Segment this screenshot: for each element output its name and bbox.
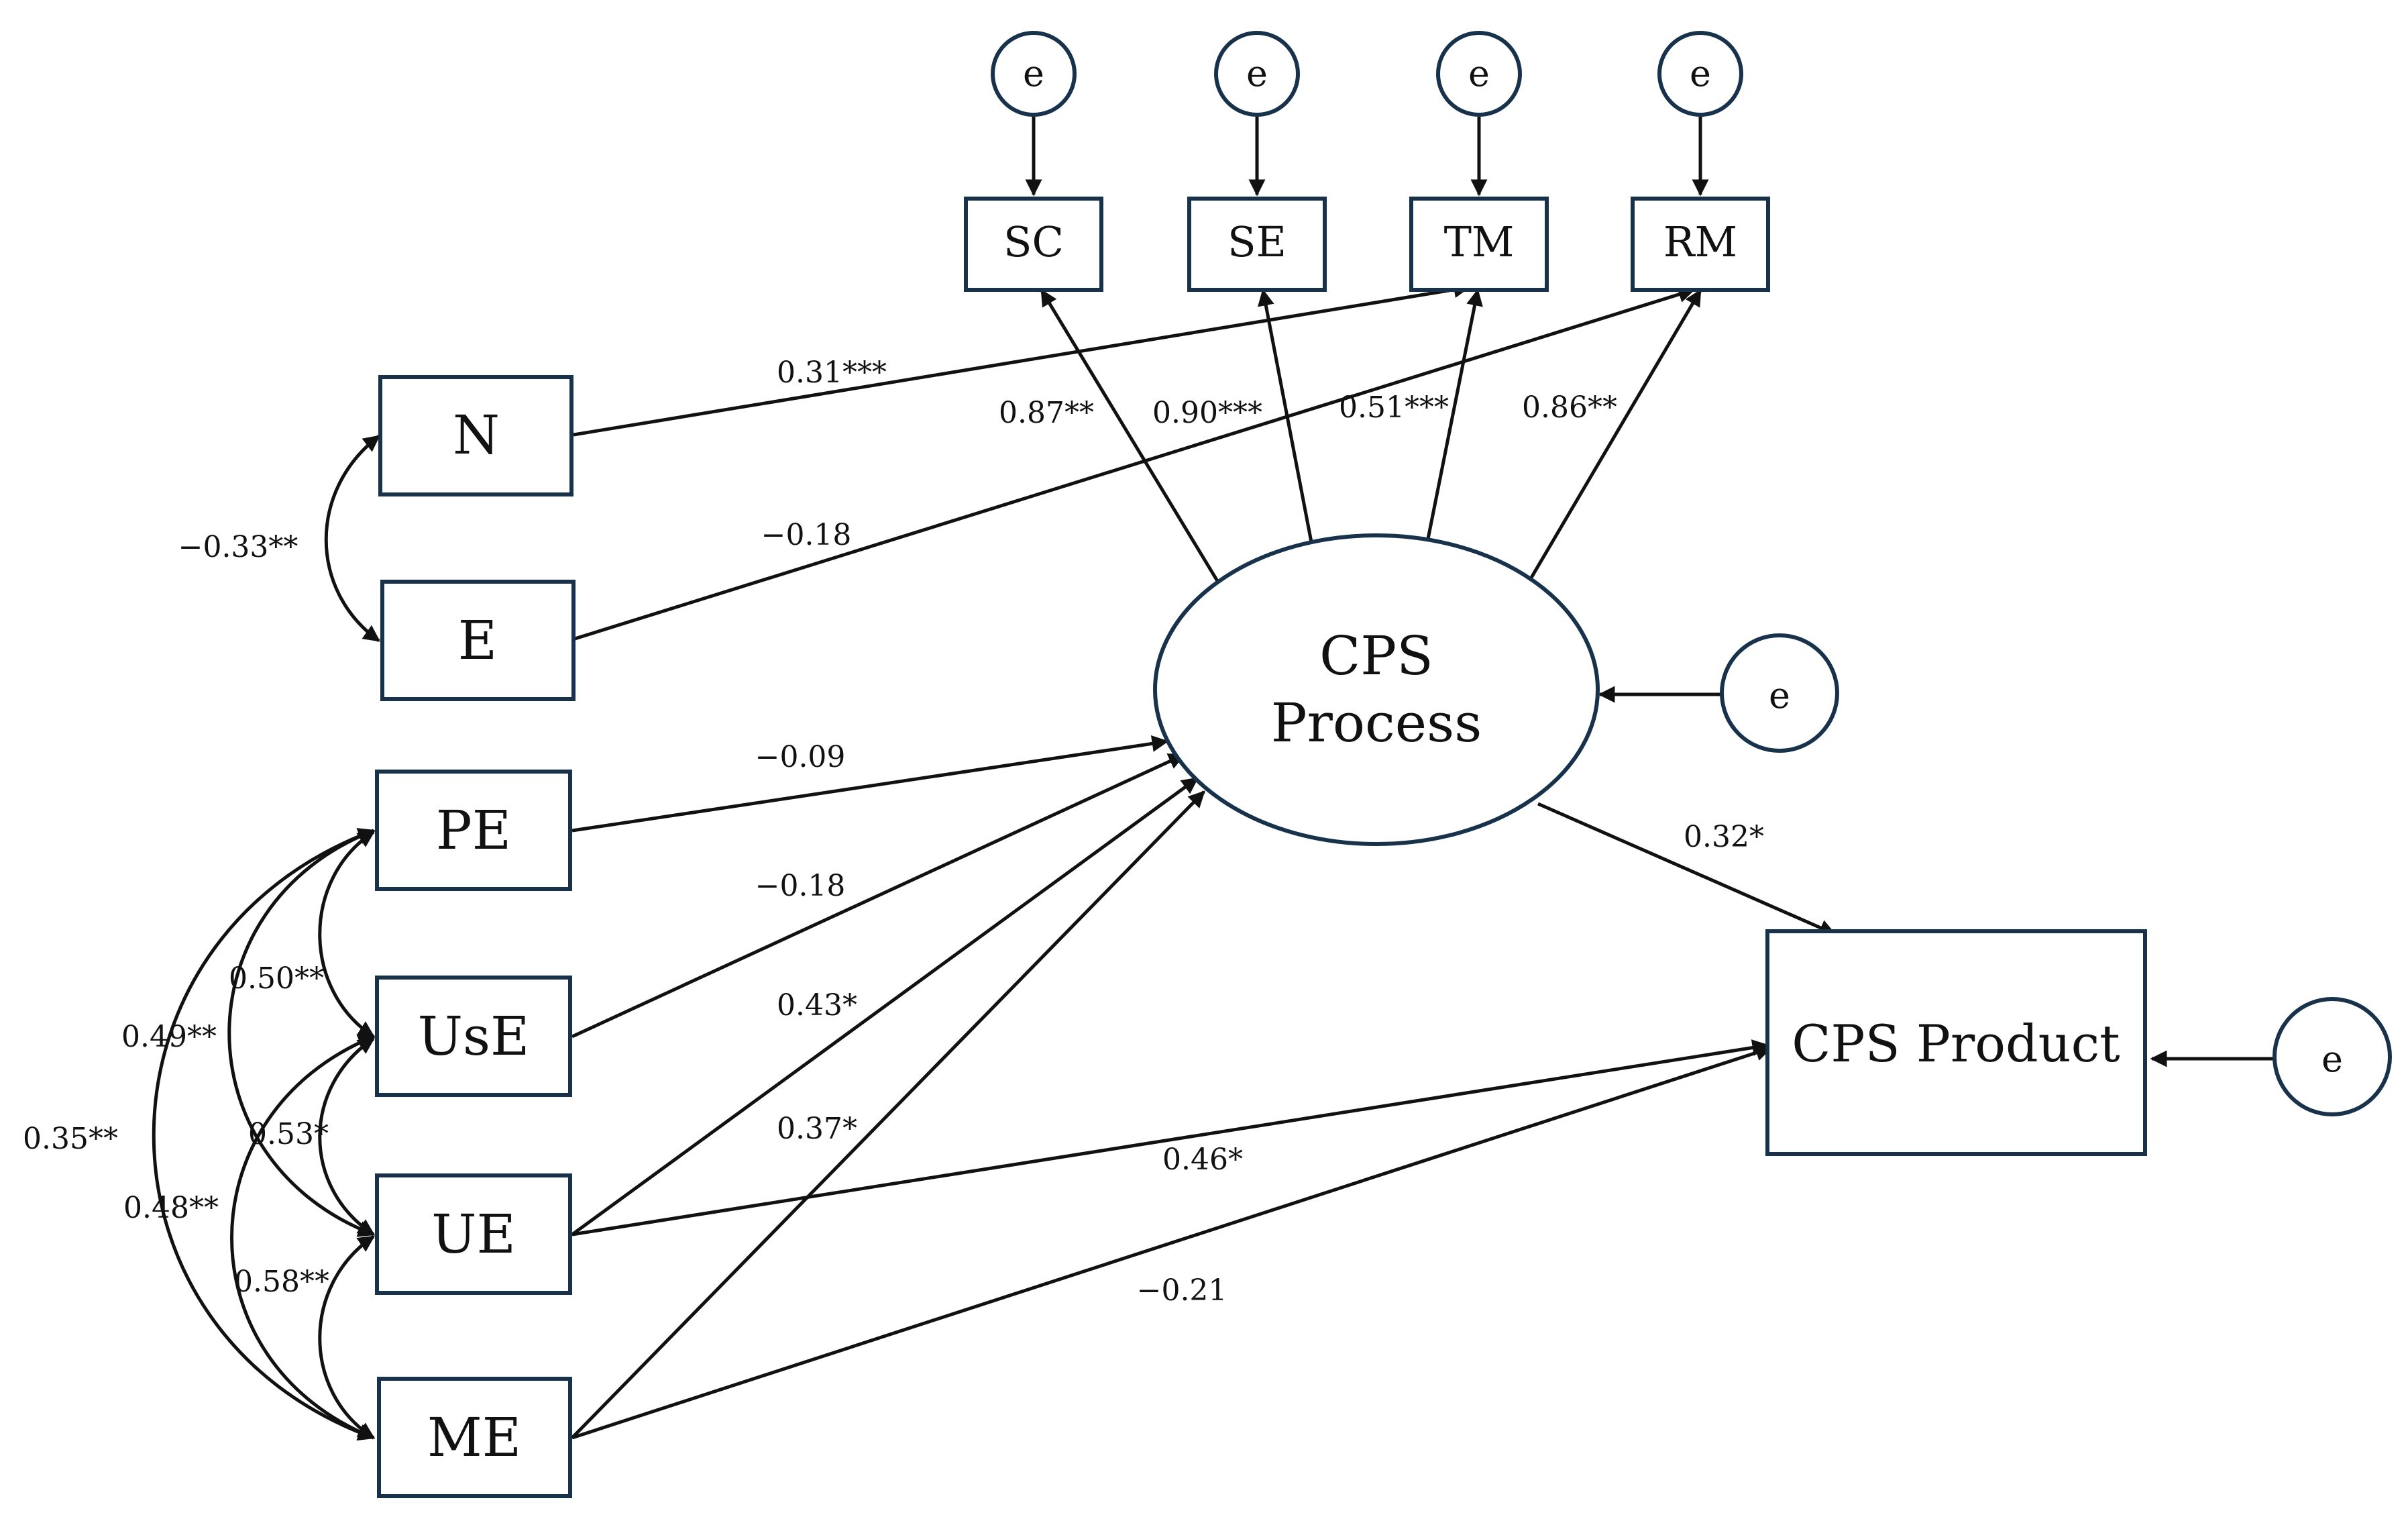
error-label-product: e (2321, 1038, 2343, 1080)
label-tm: TM (1444, 217, 1515, 266)
coef-process-rm: 0.86** (1522, 390, 1617, 425)
predictor-box-e (380, 580, 576, 701)
coef-pe-process: −0.09 (755, 740, 846, 774)
coef-me-product: −0.21 (1137, 1273, 1227, 1308)
path-e-rm (574, 286, 1696, 641)
cps-process-ellipse (1153, 533, 1600, 846)
predictor-box-n (378, 375, 573, 496)
label-cps-process-line2: Process (1271, 692, 1482, 754)
path-process-sc (1040, 288, 1219, 582)
error-circle-tm (1436, 31, 1522, 117)
indicator-box-tm (1409, 197, 1549, 292)
coef-me-process: 0.37* (777, 1112, 857, 1146)
coef-process-se: 0.90*** (1152, 396, 1262, 430)
cov-use-me (230, 1034, 376, 1440)
coef-process-product: 0.32* (1684, 820, 1764, 854)
coef-use-me-cov: 0.48** (123, 1191, 219, 1225)
coef-use-process: −0.18 (755, 869, 846, 903)
cov-pe-me (152, 828, 376, 1441)
coef-n-e-cov: −0.33** (178, 530, 298, 564)
label-me: ME (427, 1406, 521, 1469)
coef-process-sc: 0.87** (999, 396, 1094, 430)
label-sc: SC (1003, 217, 1064, 266)
error-circle-se (1214, 31, 1300, 117)
label-use: UsE (418, 1005, 530, 1067)
path-n-tm (573, 281, 1471, 437)
error-circle-rm (1657, 31, 1743, 117)
coef-e-rm: −0.18 (761, 518, 852, 552)
label-pe: PE (436, 799, 511, 861)
coef-ue-process: 0.43* (777, 988, 857, 1022)
label-rm: RM (1663, 217, 1737, 266)
error-label-sc: e (1023, 52, 1044, 95)
coefficient-labels: 0.31*** −0.18 −0.33** 0.87** 0.90*** 0.5… (23, 356, 1764, 1308)
path-process-product (1537, 802, 1837, 936)
label-cps-process-line1: CPS (1319, 625, 1433, 687)
error-label-se: e (1246, 52, 1268, 95)
cov-pe-use (318, 830, 376, 1039)
cov-pe-ue (227, 828, 376, 1237)
indicator-box-rm (1631, 197, 1770, 292)
path-pe-process (571, 735, 1169, 833)
error-circle-process (1720, 633, 1839, 753)
predictor-box-me (377, 1377, 572, 1498)
nodes (375, 31, 2392, 1498)
predictor-box-ue (375, 1173, 572, 1295)
error-label-tm: e (1468, 52, 1490, 95)
predictor-box-pe (375, 770, 572, 891)
cov-use-ue (318, 1037, 376, 1237)
indicator-box-sc (964, 197, 1103, 292)
error-circle-product (2273, 997, 2392, 1116)
coef-pe-me-cov: 0.35** (23, 1122, 118, 1156)
path-me-product (571, 1045, 1773, 1440)
error-label-process: e (1769, 674, 1790, 717)
path-ue-process (571, 776, 1199, 1237)
coef-use-ue-cov: 0.53* (248, 1117, 329, 1151)
cps-product-box (1765, 929, 2147, 1156)
path-process-rm (1527, 288, 1702, 582)
path-me-process (571, 790, 1205, 1439)
coef-process-tm: 0.51*** (1339, 390, 1449, 425)
indicator-box-se (1187, 197, 1327, 292)
error-label-rm: e (1690, 52, 1711, 95)
label-n: N (453, 404, 500, 466)
cov-n-e (324, 435, 381, 643)
node-labels: e e e e SC SE TM RM N E PE UsE UE ME CPS… (418, 52, 2343, 1469)
path-process-tm (1425, 288, 1483, 543)
edges (152, 117, 2276, 1441)
coef-pe-use-cov: 0.50** (229, 961, 324, 996)
coef-ue-product: 0.46* (1162, 1143, 1243, 1177)
label-e: E (458, 609, 497, 672)
coef-n-tm: 0.31*** (777, 356, 887, 390)
cov-ue-me (318, 1235, 376, 1440)
label-ue: UE (431, 1203, 516, 1265)
label-cps-product: CPS Product (1792, 1014, 2120, 1073)
path-use-process (571, 753, 1186, 1039)
predictor-box-use (375, 976, 572, 1097)
coef-ue-me-cov: 0.58** (234, 1265, 329, 1299)
error-circle-sc (991, 31, 1077, 117)
path-ue-product (571, 1039, 1769, 1237)
label-se: SE (1227, 217, 1287, 266)
coef-pe-ue-cov: 0.49** (121, 1020, 217, 1054)
